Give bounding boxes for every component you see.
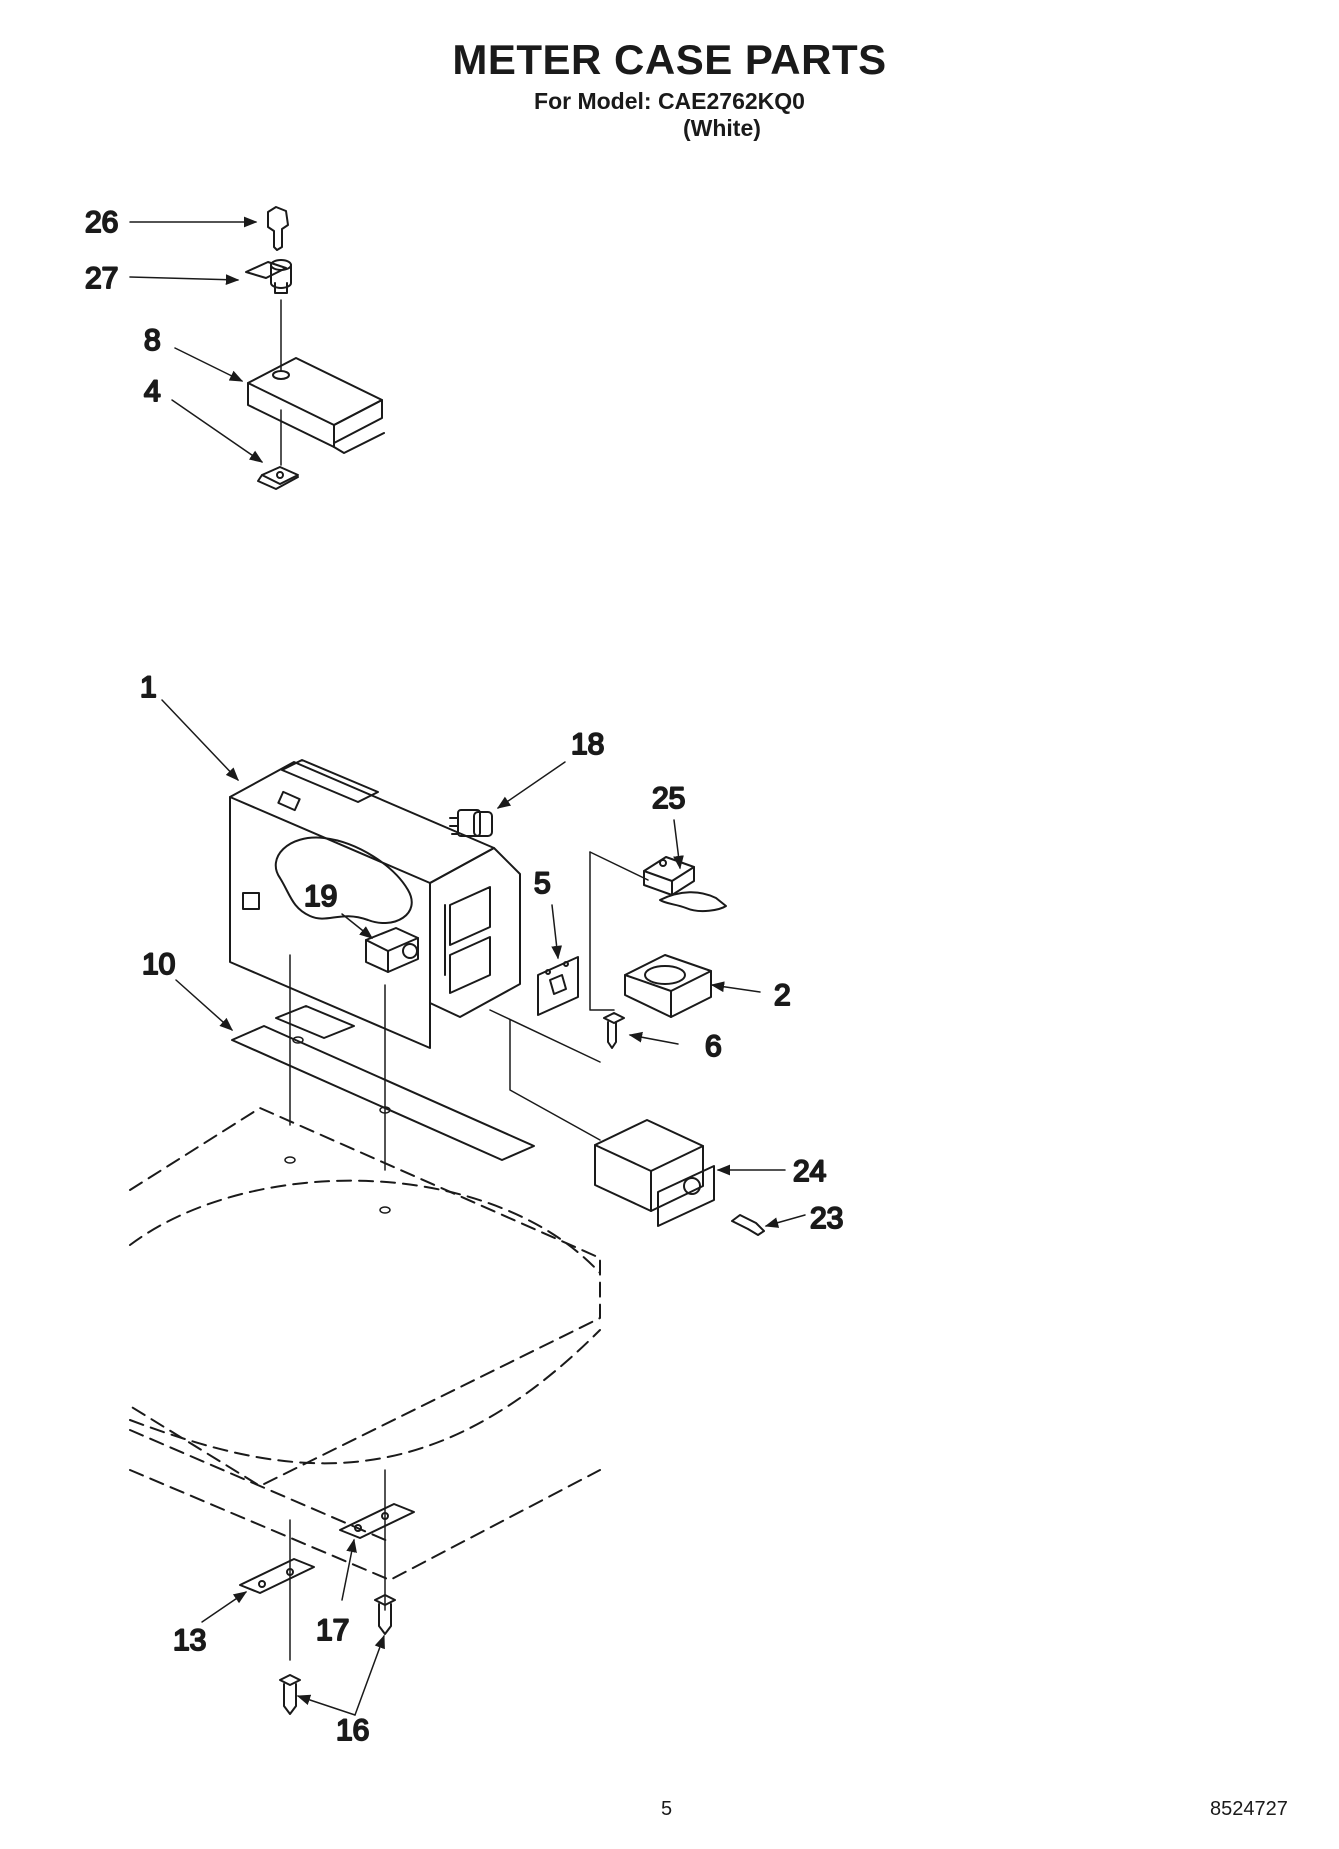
callout-5: 5 [534,867,551,900]
part-5-plate [537,956,579,1016]
cabinet-top-dashed [129,1107,601,1581]
callout-4: 4 [144,375,161,408]
callout-1: 1 [140,671,157,704]
part-18-switch [449,809,493,837]
callout-18: 18 [571,728,604,761]
part-1-meter-case [229,759,521,1049]
callout-13: 13 [173,1624,206,1657]
part-8-bracket [247,357,385,454]
part-27-lock [245,259,292,294]
callout-16: 16 [336,1714,369,1747]
part-24-box [594,1119,715,1227]
part-19-switch [365,927,419,973]
callout-8: 8 [144,324,161,357]
callout-26: 26 [85,206,118,239]
callout-24: 24 [793,1155,826,1188]
callout-2: 2 [774,979,791,1012]
color-line: (White) [683,115,761,141]
callout-19: 19 [304,880,337,913]
document-number: 8524727 [1210,1798,1288,1820]
part-6-screw [603,1012,625,1049]
callout-23: 23 [810,1202,843,1235]
callout-6: 6 [705,1030,722,1063]
part-10-gasket [231,1005,535,1161]
callout-17: 17 [316,1614,349,1647]
part-16-screw-right [374,1594,396,1635]
part-23-key [731,1214,765,1236]
upper-assembly [245,206,385,490]
model-line: For Model: CAE2762KQ0 [534,88,805,114]
callout-10: 10 [142,948,175,981]
part-13-bracket [239,1558,315,1594]
part-25-bracket [643,856,727,913]
part-16-screw-left [279,1674,301,1715]
page-title: METER CASE PARTS [452,36,887,83]
part-26-key [267,206,289,251]
part-17-bracket [339,1503,415,1539]
part-2-cup [624,954,712,1018]
page-number: 5 [661,1798,673,1820]
part-4-clip [257,466,299,490]
callout-27: 27 [85,262,118,295]
callout-25: 25 [652,782,685,815]
